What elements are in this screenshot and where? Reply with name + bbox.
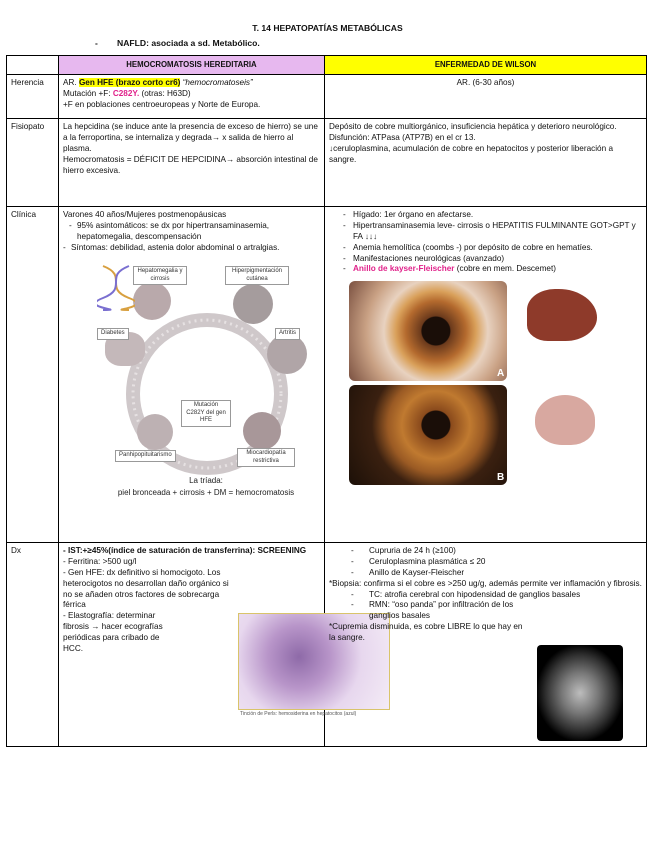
bullet-dash: - xyxy=(95,38,98,48)
herencia-hh: AR. Gen HFE (brazo corto cr6) “hemocroma… xyxy=(58,74,325,120)
row-dx: Dx - IST:+≥45%(índice de saturación de t… xyxy=(6,542,647,748)
pituitary-organ xyxy=(137,413,173,450)
clinica-wilson: Hígado: 1er órgano en afectarse. Hipertr… xyxy=(324,206,647,544)
label-panhipopituitarismo: Panhipopituitarismo xyxy=(115,449,176,462)
mutacion-code: C282Y. xyxy=(112,89,140,99)
fisiopato-wilson: Depósito de cobre multiorgánico, insufic… xyxy=(324,118,647,208)
kf-pink: Anillo de kayser-Fleischer xyxy=(353,264,455,274)
dx-w-item-2: Ceruloplasmina plasmática ≤ 20 xyxy=(351,557,642,568)
clinica-hh-list2: Síntomas: debilidad, astenia dolor abdom… xyxy=(63,243,320,254)
dx-ist: - IST:+≥45%(índice de saturación de tran… xyxy=(63,546,307,556)
dx-hh: - IST:+≥45%(índice de saturación de tran… xyxy=(58,542,390,748)
herencia-italic: “hemocromatoseis” xyxy=(180,78,253,88)
gen-hfe-highlight: Gen HFE (brazo corto cr6) xyxy=(78,78,181,88)
wilson-images: A B xyxy=(329,275,642,515)
row-label-fisiopato: Fisiopato xyxy=(6,118,59,208)
fisiopato-hh: La hepcidina (se induce ante la presenci… xyxy=(58,118,325,208)
fisiopato-w-p1: Depósito de cobre multiorgánico, insufic… xyxy=(329,122,617,132)
corner-cell xyxy=(6,54,59,76)
clinica-hh-line1: Varones 40 años/Mujeres postmenopáusicas xyxy=(63,210,227,220)
label-mutacion: Mutación C282Y del gen HFE xyxy=(181,399,231,428)
dx-w-item-1: Cupruria de 24 h (≥100) xyxy=(351,546,642,557)
heart-organ xyxy=(243,411,281,450)
mutacion-prefix: Mutación +F: xyxy=(63,89,113,99)
wilson-item-3: Anemia hemolítica (coombs -) por depósit… xyxy=(343,243,642,254)
clinica-hh-sub1: 95% asintomáticos: se dx por hipertransa… xyxy=(69,221,320,243)
histology-caption: Tinción de Perls: hemosiderina en hepato… xyxy=(240,711,357,718)
herencia-line3: +F en poblaciones centroeuropeas y Norte… xyxy=(63,99,261,109)
dna-icon xyxy=(97,264,135,311)
fisiopato-w-p3: ↓ceruloplasmina, acumulación de cobre en… xyxy=(329,143,613,164)
dx-rmn: RMN: “oso panda” por infiltración de los… xyxy=(351,600,529,622)
comparison-table: HEMOCROMATOSIS HEREDITARIA ENFERMEDAD DE… xyxy=(6,54,647,748)
label-artritis: Artritis xyxy=(275,327,300,340)
wilson-item-1: Hígado: 1er órgano en afectarse. xyxy=(343,210,642,221)
eye-photo-b xyxy=(349,385,507,486)
fisiopato-hh-p1: La hepcidina (se induce ante la presenci… xyxy=(63,122,318,153)
row-fisiopato: Fisiopato La hepcidina (se induce ante l… xyxy=(6,118,647,208)
dx-elasto: - Elastografía: determinar fibrosis → ha… xyxy=(63,611,163,653)
dx-ferritina: - Ferritina: >500 ug/l xyxy=(63,557,137,567)
nafld-bullet: - NAFLD: asociada a sd. Metabólico. xyxy=(95,38,260,49)
row-label-dx: Dx xyxy=(6,542,59,748)
dx-wilson: Cupruria de 24 h (≥100) Ceruloplasmina p… xyxy=(324,542,647,748)
dx-gen: - Gen HFE: dx definitivo si homocigoto. … xyxy=(63,567,229,610)
page-title: T. 14 HEPATOPATÍAS METABÓLICAS xyxy=(252,23,403,33)
fisiopato-hh-p2: Hemocromatosis = DÉFICIT DE HEPCIDINA→ a… xyxy=(63,154,318,175)
row-label-herencia: Herencia xyxy=(6,74,59,120)
row-label-clinica: Clínica xyxy=(6,206,59,544)
nafld-text: NAFLD: asociada a sd. Metabólico. xyxy=(117,38,260,48)
clinica-hh-list: 95% asintomáticos: se dx por hipertransa… xyxy=(63,221,320,243)
header-hemocromatosis: HEMOCROMATOSIS HEREDITARIA xyxy=(58,54,325,76)
diagram-ring-dashed xyxy=(131,318,283,470)
clinica-wilson-list: Hígado: 1er órgano en afectarse. Hipertr… xyxy=(329,210,642,275)
herencia-line1: AR. Gen HFE (brazo corto cr6) “hemocroma… xyxy=(63,78,320,89)
triada-text: piel bronceada + cirrosis + DM = hemocro… xyxy=(117,487,295,497)
photo-label-b: B xyxy=(497,472,505,484)
clinica-hh: Varones 40 años/Mujeres postmenopáusicas… xyxy=(58,206,325,544)
skin-organ xyxy=(233,283,273,324)
clinica-hh-sub2: Síntomas: debilidad, astenia dolor abdom… xyxy=(63,243,320,254)
header-wilson: ENFERMEDAD DE WILSON xyxy=(324,54,647,76)
photo-label-a: A xyxy=(497,368,505,380)
herencia-prefix: AR. xyxy=(63,78,79,88)
dx-imaging-list: TC: atrofia cerebral con hipodensidad de… xyxy=(329,590,642,622)
dx-tc: TC: atrofia cerebral con hipodensidad de… xyxy=(351,590,642,601)
fisiopato-w-p2: Disfunción: ATPasa (ATP7B) en el cr 13. xyxy=(329,133,476,143)
diagram-circles xyxy=(126,312,288,475)
dx-biopsia: *Biopsia: confirma si el cobre es >250 u… xyxy=(329,578,642,588)
liver-organ xyxy=(133,281,171,320)
mri-image xyxy=(537,645,623,742)
kf-rest: (cobre en mem. Descemet) xyxy=(454,264,556,274)
dx-w-item-3: Anillo de Kayser-Fleischer xyxy=(351,568,642,579)
row-clinica: Clínica Varones 40 años/Mujeres postmeno… xyxy=(6,206,647,544)
herencia-line2: Mutación +F: C282Y. (otras: H63D) xyxy=(63,89,320,100)
label-hepatomegalia: Hepatomegalia y cirrosis xyxy=(133,265,187,286)
joint-organ xyxy=(267,333,307,374)
dx-wilson-list: Cupruria de 24 h (≥100) Ceruloplasmina p… xyxy=(329,546,642,578)
label-diabetes: Diabetes xyxy=(97,327,129,340)
eye-photo-a xyxy=(349,281,507,382)
brain-image xyxy=(535,395,595,446)
wilson-item-kf: Anillo de kayser-Fleischer (cobre en mem… xyxy=(343,264,642,275)
label-miocardiopatia: Miocardiopatía restrictiva xyxy=(237,447,295,468)
dx-cupremia: *Cupremia disminuida, es cobre LIBRE lo … xyxy=(329,622,523,642)
herencia-wilson: AR. (6-30 años) xyxy=(324,74,647,120)
row-herencia: Herencia AR. Gen HFE (brazo corto cr6) “… xyxy=(6,74,647,120)
wilson-item-2: Hipertransaminasemia leve- cirrosis o HE… xyxy=(343,221,642,243)
label-hiperpigmentacion: Hiperpigmentación cutánea xyxy=(225,265,289,286)
triada-title: La tríada: xyxy=(189,475,223,485)
header-row: HEMOCROMATOSIS HEREDITARIA ENFERMEDAD DE… xyxy=(6,54,647,76)
wilson-item-4: Manifestaciones neurológicas (avanzado) xyxy=(343,254,642,265)
hemocromatosis-diagram: Hepatomegalia y cirrosis Hiperpigmentaci… xyxy=(97,264,315,506)
mutacion-rest: (otras: H63D) xyxy=(139,89,191,99)
liver-image xyxy=(527,289,597,342)
